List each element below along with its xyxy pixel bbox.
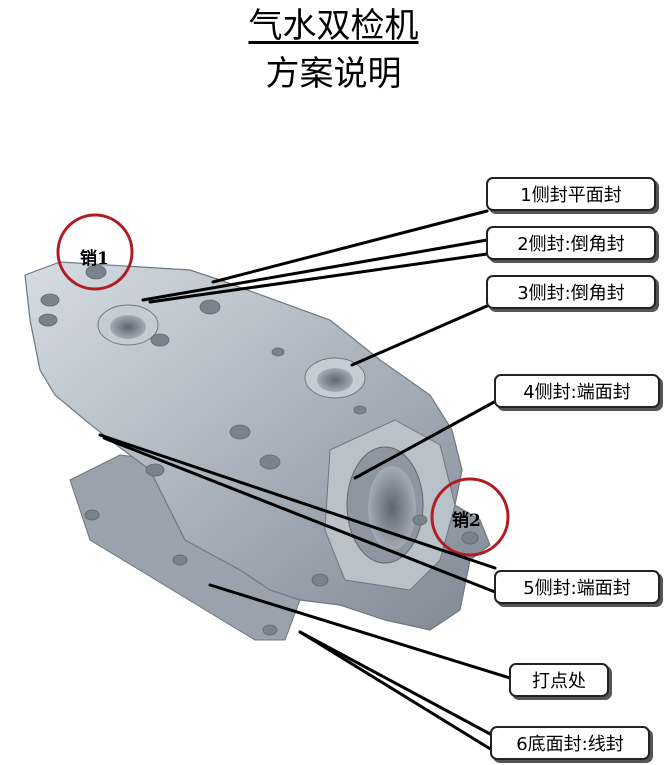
- leader-2a: [141, 238, 489, 302]
- leader-2b: [148, 252, 489, 304]
- leader-5b: [102, 436, 497, 594]
- leader-6b: [298, 630, 494, 752]
- leader-6a: [298, 630, 494, 737]
- callout-3: 3侧封:倒角封: [486, 275, 656, 309]
- leader-5a: [98, 433, 497, 570]
- callout-6: 6底面封:线封: [490, 726, 650, 760]
- leader-lines: [98, 209, 512, 752]
- pin1-circle: [56, 213, 134, 291]
- callout-2: 2侧封:倒角封: [486, 226, 656, 260]
- pin2-label: 销2: [452, 511, 481, 531]
- callout-5: 5侧封:端面封: [494, 570, 660, 604]
- pin2-circle: [430, 477, 510, 557]
- callout-1: 1侧封平面封: [486, 177, 656, 211]
- callout-dot: 打点处: [509, 663, 609, 697]
- small-holes: [38, 264, 479, 636]
- page-subtitle: 方案说明: [265, 54, 402, 94]
- leader-4: [353, 399, 498, 480]
- page-title: 气水双检机: [248, 6, 419, 46]
- boss-left-hole: [110, 315, 146, 339]
- leader-1: [211, 209, 489, 284]
- callout-4: 4侧封:端面封: [494, 374, 660, 408]
- leader-dot: [208, 583, 512, 680]
- boss-right-hole: [317, 368, 353, 392]
- leader-3: [350, 304, 489, 367]
- pin1-label: 销1: [80, 249, 109, 269]
